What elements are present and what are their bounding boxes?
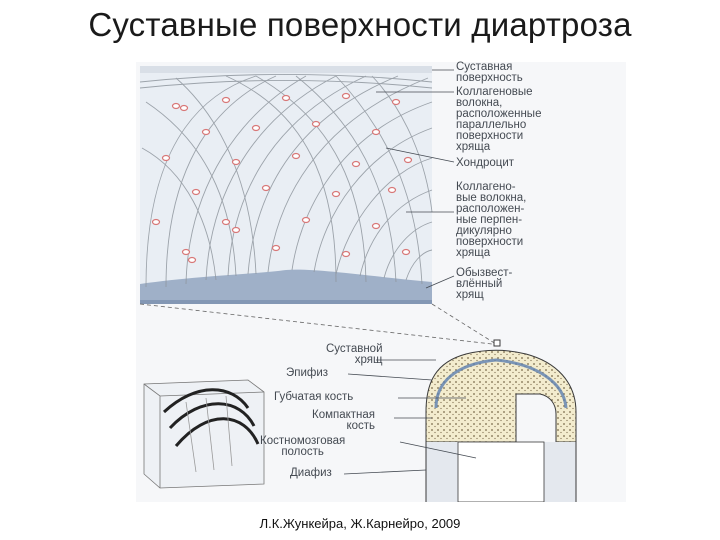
source-caption: Л.К.Жункейра, Ж.Карнейро, 2009 <box>0 516 720 531</box>
bone-section <box>426 340 576 502</box>
cartilage-block <box>140 66 432 304</box>
label-epiphysis: Эпифиз <box>286 368 328 379</box>
label-diaphysis: Диафиз <box>290 468 332 479</box>
label-chondrocyte: Хондроцит <box>456 158 514 169</box>
label-spongy-bone: Губчатая кость <box>274 392 353 403</box>
label-articular-cartilage: Суставной хрящ <box>326 344 383 366</box>
diarthrosis-diagram: Суставная поверхность Коллагеновые волок… <box>136 62 626 502</box>
label-collagen-perpendicular-fibers: Коллагено- вые волокна, расположен- ные … <box>456 182 526 259</box>
label-marrow-cavity: Костномозговая полость <box>260 436 345 458</box>
label-collagen-parallel-fibers: Коллагеновые волокна, расположенные пара… <box>456 87 541 153</box>
label-compact-bone: Компактная кость <box>312 410 375 432</box>
diagram-artwork <box>136 62 626 502</box>
slide-title: Суставные поверхности диартроза <box>0 6 720 44</box>
projection-lines <box>140 304 496 344</box>
label-calcified-cartilage: Обызвест- влённый хрящ <box>456 268 512 301</box>
magnified-area-marker <box>494 340 500 346</box>
label-articular-surface: Суставная поверхность <box>456 62 523 84</box>
inset-detail <box>144 380 264 488</box>
marrow-cavity-shape <box>458 442 544 502</box>
